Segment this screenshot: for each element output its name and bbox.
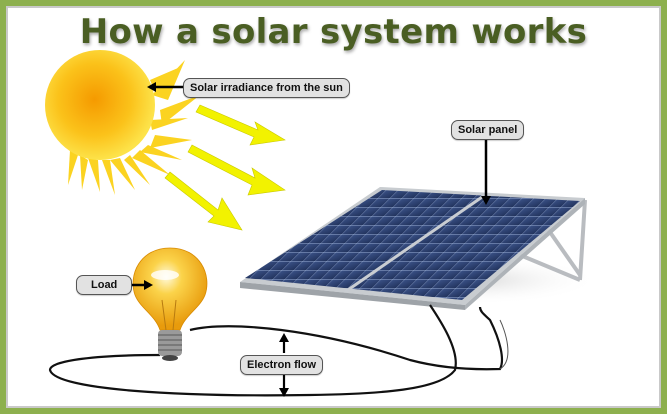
ray-arrow	[187, 144, 286, 196]
light-bulb-icon	[132, 247, 208, 361]
electron-flow-label: Electron flow	[240, 355, 324, 375]
load-label: Load	[76, 275, 133, 295]
panel-label: Solar panel	[451, 120, 525, 140]
ray-arrow	[195, 104, 286, 146]
panel-callout-arrow	[481, 140, 491, 205]
ray-arrow	[164, 171, 243, 231]
sunlight-arrows	[164, 104, 286, 231]
diagram-title: How a solar system works	[79, 12, 588, 52]
solar-panel-icon	[240, 187, 585, 310]
wire-loop	[48, 304, 509, 397]
sun-label: Solar irradiance from the sun	[183, 78, 350, 98]
sun-icon	[45, 50, 200, 195]
sun-callout-arrow	[147, 82, 183, 92]
electron-flow-arrows	[279, 333, 289, 397]
